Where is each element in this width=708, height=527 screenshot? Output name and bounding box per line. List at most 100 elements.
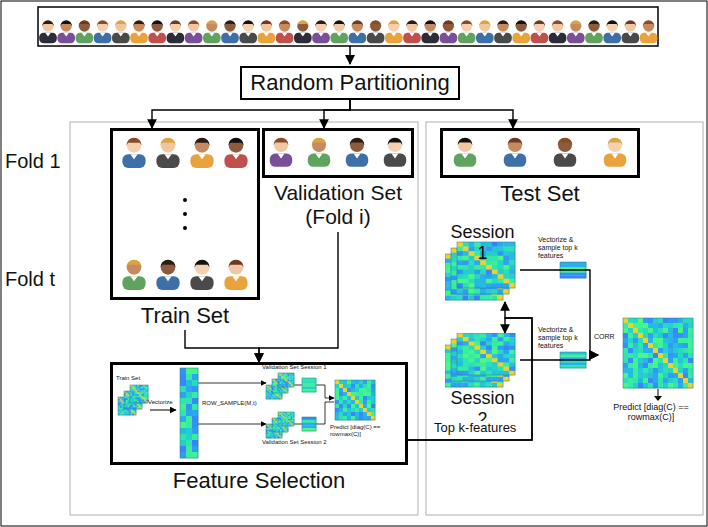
person-hair	[242, 20, 254, 26]
person-collar	[264, 33, 270, 37]
heat-cell	[509, 260, 515, 265]
person-collar	[130, 276, 137, 281]
person-body	[554, 154, 576, 167]
heat-cell	[560, 352, 586, 355]
person-body	[112, 33, 130, 43]
person-head	[297, 21, 308, 32]
person-hair	[406, 20, 418, 26]
heat-cell	[186, 410, 192, 416]
heat-cell	[509, 358, 515, 363]
heat-cell	[367, 416, 371, 420]
heat-cell	[335, 400, 339, 404]
heat-cell	[120, 411, 122, 413]
heat-cell	[462, 295, 468, 300]
heat-cell	[480, 265, 486, 270]
flow-arrow	[520, 270, 598, 355]
heat-cell	[457, 256, 463, 261]
person-collar	[628, 33, 634, 37]
heat-cell	[355, 392, 359, 396]
heat-cell	[457, 251, 463, 256]
heat-cell	[497, 383, 503, 388]
heat-cell	[339, 392, 343, 396]
heat-cell	[468, 349, 474, 354]
person-collar	[191, 33, 197, 37]
heat-cell	[139, 390, 141, 392]
heatmap	[302, 417, 316, 431]
heat-cell	[480, 279, 486, 284]
heat-cell	[335, 416, 339, 420]
heat-cell	[503, 265, 509, 270]
session-stack: Session 1	[445, 222, 520, 302]
heat-cell	[280, 424, 282, 426]
heat-cell	[192, 398, 198, 404]
heat-cell	[486, 333, 492, 338]
heat-cell	[131, 404, 133, 406]
person-icon	[454, 138, 476, 167]
heat-cell	[367, 384, 371, 388]
heat-cell	[359, 380, 363, 384]
heat-cell	[474, 358, 480, 363]
heat-cell	[486, 346, 492, 351]
heat-cell	[445, 362, 451, 367]
heat-cell	[509, 362, 515, 367]
person-collar	[232, 276, 239, 281]
heat-cell	[469, 362, 475, 367]
heat-cell	[491, 353, 497, 358]
heat-cell	[474, 274, 480, 279]
heat-cell	[124, 398, 126, 400]
person-head	[188, 21, 199, 32]
heat-cell	[132, 385, 134, 387]
person-body	[603, 33, 621, 43]
heat-cell	[486, 274, 492, 279]
person-body	[94, 33, 112, 43]
person-hair	[534, 20, 546, 26]
heat-cell	[125, 410, 127, 412]
heat-cell	[457, 283, 463, 288]
heat-outline	[278, 373, 294, 387]
heat-cell	[463, 367, 469, 372]
heat-cell	[474, 358, 480, 363]
heat-cell	[457, 367, 463, 372]
heat-cell	[279, 424, 281, 426]
heat-cell	[463, 242, 469, 247]
person-head	[570, 21, 581, 32]
heat-cell	[469, 341, 475, 346]
heat-cell	[451, 280, 457, 285]
heat-cell	[351, 416, 355, 420]
heat-cell	[135, 396, 137, 398]
heat-cell	[457, 270, 463, 275]
heat-cell	[351, 400, 355, 404]
heat-cell	[451, 289, 457, 294]
heat-cell	[355, 380, 359, 384]
heat-cell	[351, 392, 355, 396]
heat-cell	[351, 396, 355, 400]
person-head	[316, 21, 327, 32]
heat-cell	[122, 404, 124, 406]
heat-cell	[492, 274, 498, 279]
person-collar	[512, 154, 519, 159]
heat-cell	[480, 274, 486, 279]
heat-cell	[451, 295, 457, 300]
person-body	[190, 276, 213, 290]
flow-arrow	[350, 100, 513, 128]
heat-cell	[339, 384, 343, 388]
box-border	[110, 362, 408, 465]
heat-cell	[130, 385, 132, 387]
heat-cell	[445, 268, 451, 273]
sample-arrow	[198, 424, 266, 425]
heat-cell	[451, 253, 457, 258]
person-body	[57, 33, 75, 43]
heat-cell	[492, 333, 498, 338]
heat-cell	[498, 247, 504, 252]
person-hair	[297, 20, 309, 26]
heat-cell	[503, 341, 509, 346]
heat-cell	[135, 399, 137, 401]
heat-cell	[445, 383, 451, 388]
heat-cell	[492, 242, 498, 247]
person-collar	[173, 33, 179, 37]
person-body	[403, 33, 421, 43]
person-collar	[391, 33, 397, 37]
person-body	[122, 154, 145, 168]
heat-cell	[486, 337, 492, 342]
heat-cell	[367, 392, 371, 396]
